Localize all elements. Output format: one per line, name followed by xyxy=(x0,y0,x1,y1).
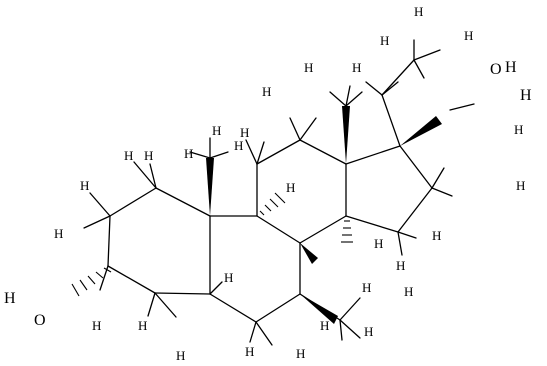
svg-text:H: H xyxy=(404,284,413,299)
bond-c2-c3 xyxy=(107,215,111,267)
svg-text:H: H xyxy=(320,318,329,333)
oxygen-label-right: O xyxy=(490,61,502,78)
svg-text:H: H xyxy=(240,125,249,140)
svg-text:H: H xyxy=(234,138,243,153)
bond-c14-c8 xyxy=(299,215,347,244)
oxygen-label-left: O xyxy=(34,312,46,329)
svg-text:H: H xyxy=(362,280,371,295)
bond-c5-c6 xyxy=(209,293,257,323)
bond-c3-c4 xyxy=(107,265,156,294)
hash-c3-oh xyxy=(71,267,112,297)
bond-c8-c9 xyxy=(256,215,301,244)
bond-c13-c17 xyxy=(345,145,401,165)
hydrogen-label-right-1: H xyxy=(505,59,517,76)
hash-c14-h xyxy=(341,220,353,243)
wedge-c7-methyl xyxy=(300,294,338,324)
wedge-c8-h xyxy=(300,243,318,264)
hash-c9-h xyxy=(259,192,286,216)
wedge-c10-methyl xyxy=(206,158,214,216)
svg-text:H: H xyxy=(380,33,389,48)
stereo-wedges xyxy=(206,106,442,324)
svg-text:H: H xyxy=(184,146,193,161)
hydrogen-bonds xyxy=(83,39,475,346)
skeleton-bonds xyxy=(107,59,433,323)
hashed-bonds xyxy=(71,192,353,297)
svg-text:H: H xyxy=(516,178,525,193)
svg-text:H: H xyxy=(374,236,383,251)
svg-text:H: H xyxy=(364,324,373,339)
svg-text:H: H xyxy=(352,60,361,75)
svg-text:H: H xyxy=(212,123,221,138)
wedge-c13-methyl xyxy=(342,106,350,164)
wedge-c17-oh xyxy=(400,116,442,146)
bond-c16-c15 xyxy=(397,187,433,233)
svg-text:H: H xyxy=(124,148,133,163)
bond-c12-c13 xyxy=(299,139,347,165)
svg-text:H: H xyxy=(432,228,441,243)
bond-c17-c16 xyxy=(399,145,433,189)
svg-text:H: H xyxy=(138,318,147,333)
svg-text:H: H xyxy=(54,226,63,241)
svg-text:H: H xyxy=(80,178,89,193)
svg-text:H: H xyxy=(396,258,405,273)
bond-c11-c12 xyxy=(256,139,301,165)
hydrogen-label-left: H xyxy=(4,290,16,307)
svg-text:H: H xyxy=(92,318,101,333)
bond-c17-ethyl xyxy=(381,94,401,147)
bond-c4-c5 xyxy=(154,292,211,295)
hydrogen-label-right-2: H xyxy=(520,87,532,104)
bond-c15-c14 xyxy=(345,215,399,233)
svg-text:H: H xyxy=(245,344,254,359)
bond-ethyl-ch3 xyxy=(381,59,415,96)
svg-text:H: H xyxy=(414,4,423,19)
svg-text:H: H xyxy=(144,148,153,163)
svg-text:H: H xyxy=(176,348,185,363)
bond-c6-c7 xyxy=(255,293,301,323)
hydrogen-labels: H H H H H H H H H H H H H H H H H H H H … xyxy=(54,4,525,363)
svg-text:H: H xyxy=(464,28,473,43)
svg-text:H: H xyxy=(304,60,313,75)
svg-text:H: H xyxy=(262,84,271,99)
bond-c10-c1 xyxy=(155,187,211,217)
svg-text:H: H xyxy=(286,180,295,195)
svg-text:H: H xyxy=(296,346,305,361)
svg-text:H: H xyxy=(514,122,523,137)
bond-c1-c2 xyxy=(109,187,157,217)
svg-text:H: H xyxy=(224,270,233,285)
